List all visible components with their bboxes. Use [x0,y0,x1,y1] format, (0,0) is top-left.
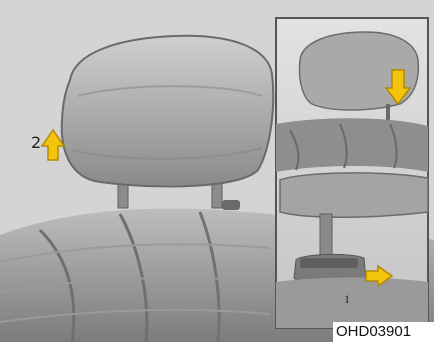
figure-code: OHD03901 [333,322,434,342]
step-1-label: 1 [344,292,350,306]
step-2-label: 2 [31,133,41,152]
inset-detail [276,18,428,328]
headrest [62,36,273,187]
